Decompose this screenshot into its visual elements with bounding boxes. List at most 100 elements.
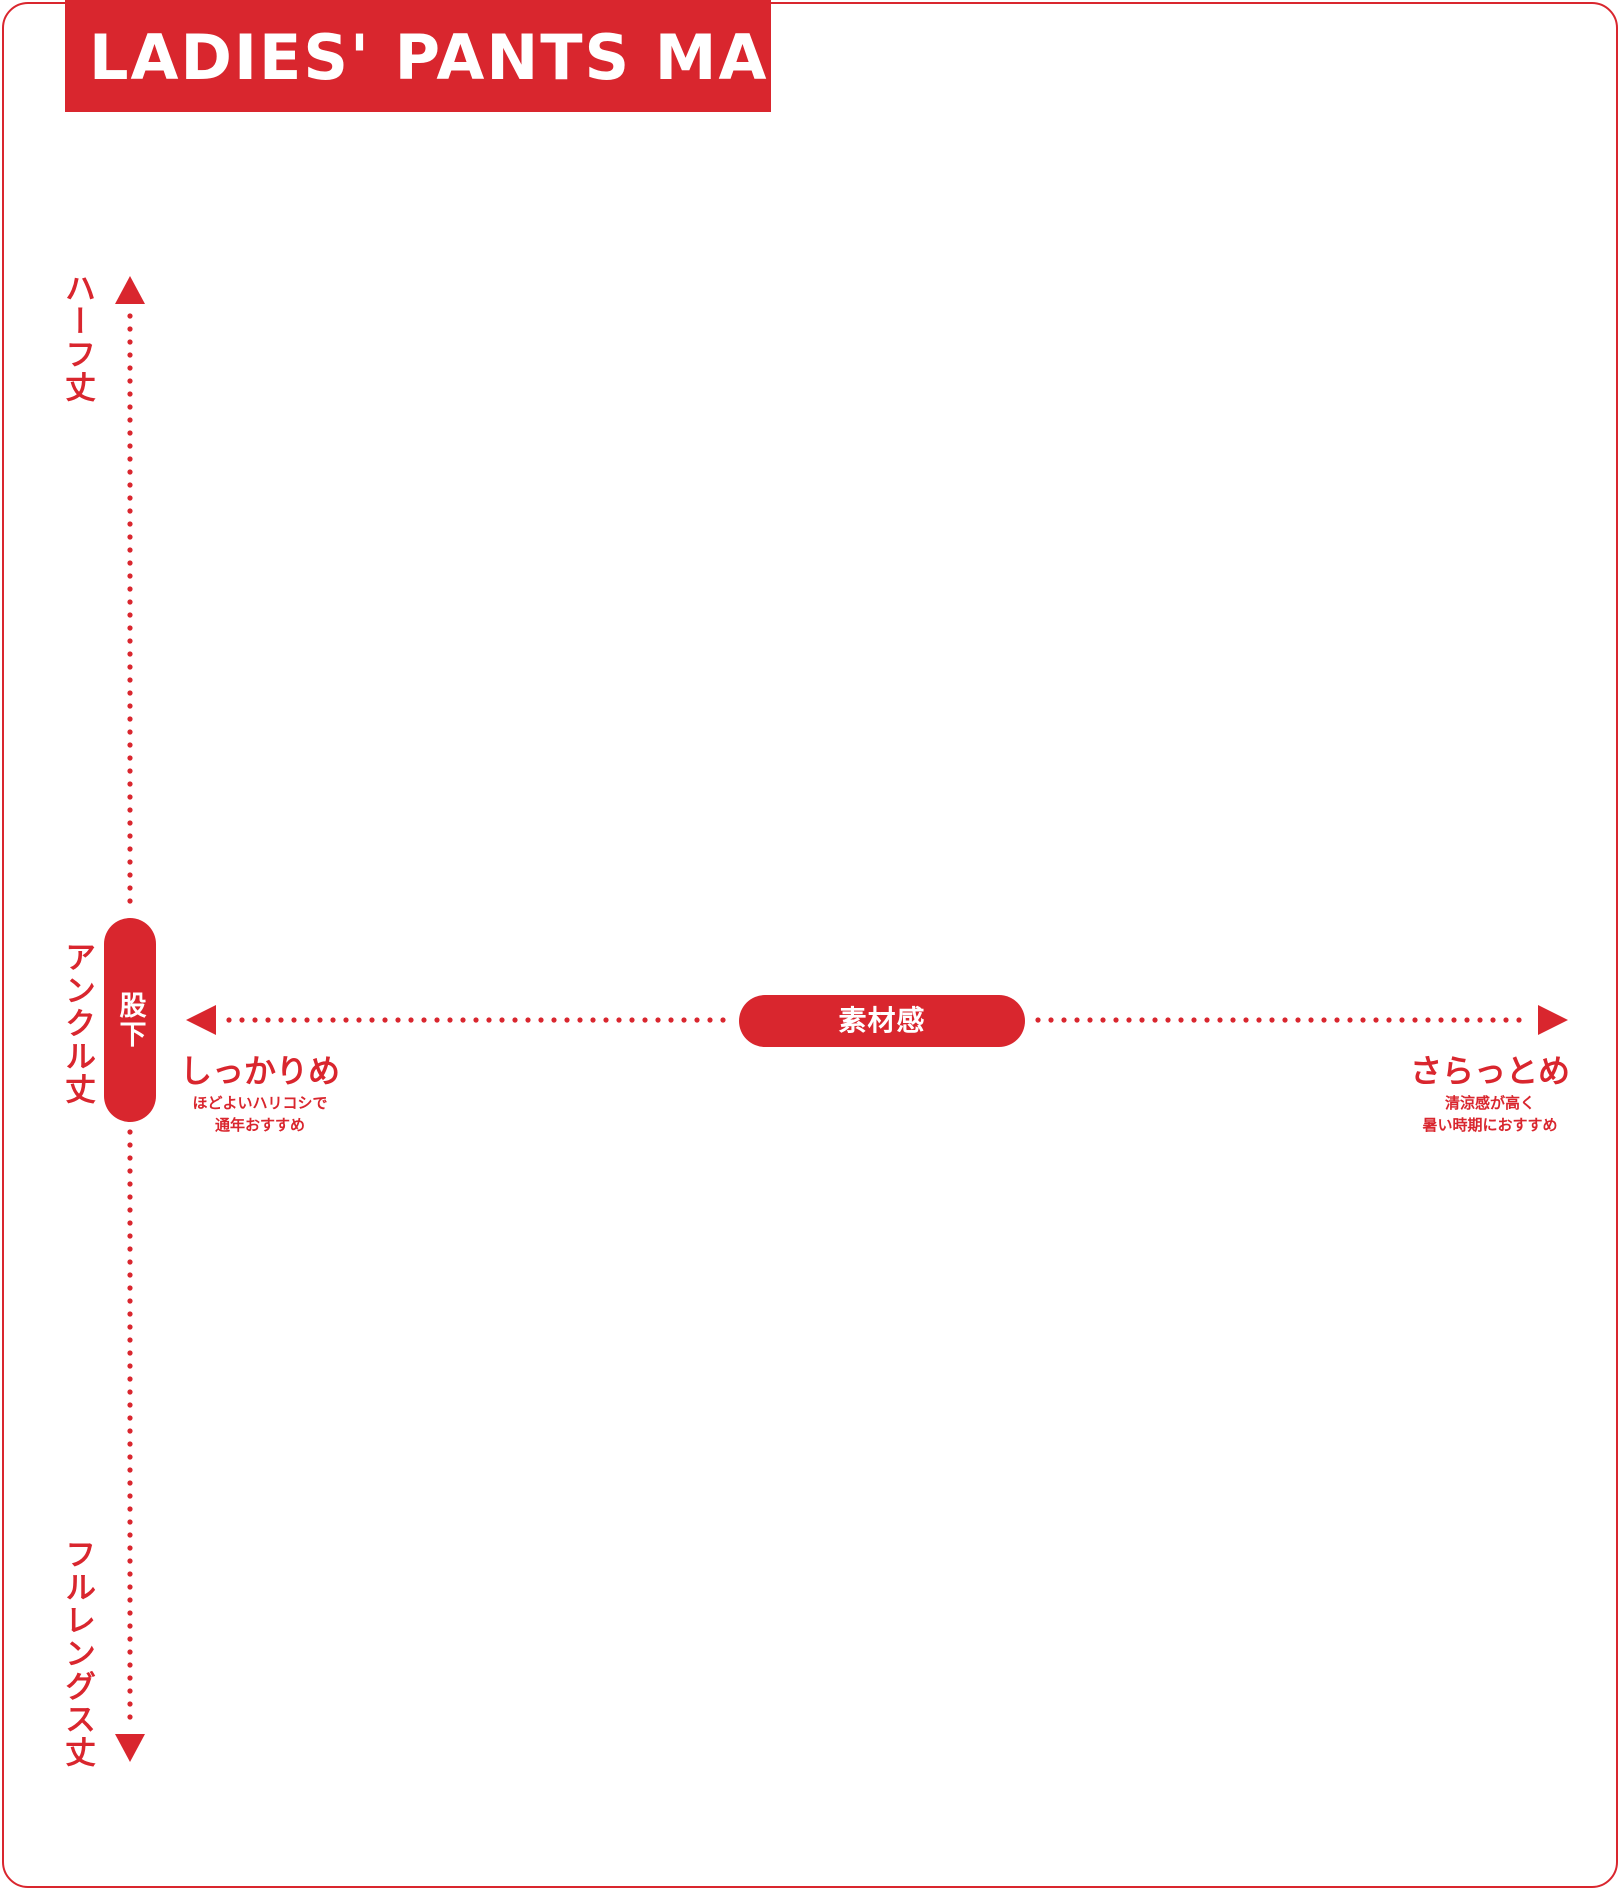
axis-dot — [1464, 1017, 1470, 1023]
axis-dot — [1087, 1017, 1093, 1023]
axis-dot — [1282, 1017, 1288, 1023]
axis-dot — [127, 1467, 133, 1473]
axis-dot — [127, 1285, 133, 1291]
axis-dot — [127, 1194, 133, 1200]
axis-dot — [1451, 1017, 1457, 1023]
axis-dot — [127, 1129, 133, 1135]
axis-dot — [127, 430, 133, 436]
axis-dot — [1048, 1017, 1054, 1023]
axis-dot — [369, 1017, 375, 1023]
axis-dot — [655, 1017, 661, 1023]
axis-dot — [127, 404, 133, 410]
axis-dot — [127, 755, 133, 761]
axis-dot — [127, 313, 133, 319]
axis-dot — [127, 846, 133, 852]
axis-dot — [1243, 1017, 1249, 1023]
axis-dot — [707, 1017, 713, 1023]
axis-dot — [1126, 1017, 1132, 1023]
arrow-up-icon — [115, 276, 145, 304]
axis-dot — [668, 1017, 674, 1023]
axis-dot — [127, 1428, 133, 1434]
axis-dot — [127, 768, 133, 774]
axis-dot — [127, 560, 133, 566]
axis-dot — [127, 586, 133, 592]
axis-dot — [127, 326, 133, 332]
axis-dot — [1412, 1017, 1418, 1023]
axis-dot — [127, 1363, 133, 1369]
axis-dot — [127, 1532, 133, 1538]
axis-label-full-length: フルレングス丈 — [59, 1538, 95, 1769]
axis-dot — [1113, 1017, 1119, 1023]
axis-dot — [291, 1017, 297, 1023]
axis-dot — [127, 1233, 133, 1239]
axis-dot — [127, 391, 133, 397]
axis-dot — [603, 1017, 609, 1023]
axis-dot — [265, 1017, 271, 1023]
axis-dot — [127, 1389, 133, 1395]
axis-dot — [127, 534, 133, 540]
axis-dot — [127, 781, 133, 787]
axis-dot — [127, 1571, 133, 1577]
axis-dot — [127, 1493, 133, 1499]
axis-dot — [486, 1017, 492, 1023]
axis-dot — [127, 703, 133, 709]
axis-dot — [1035, 1017, 1041, 1023]
axis-dot — [127, 1714, 133, 1720]
axis-dot — [127, 729, 133, 735]
axis-dot — [1503, 1017, 1509, 1023]
axis-dot — [356, 1017, 362, 1023]
axis-dot — [127, 807, 133, 813]
material-firm-end: しっかりめ ほどよいハリコシで 通年おすすめ — [180, 1052, 341, 1137]
material-light-desc-line2: 暑い時期におすすめ — [1422, 1115, 1558, 1134]
axis-dot — [127, 625, 133, 631]
axis-dot — [127, 573, 133, 579]
axis-dot — [538, 1017, 544, 1023]
axis-dot — [473, 1017, 479, 1023]
axis-dot — [616, 1017, 622, 1023]
axis-dot — [127, 1220, 133, 1226]
axis-dot — [127, 885, 133, 891]
axis-dot — [1074, 1017, 1080, 1023]
axis-dot — [1386, 1017, 1392, 1023]
material-light-desc-line1: 清涼感が高く — [1444, 1094, 1535, 1113]
vertical-axis-dotted-line-bottom — [127, 1129, 133, 1720]
axis-dot — [127, 1649, 133, 1655]
material-axis-pill: 素材感 — [739, 995, 1025, 1047]
axis-dot — [720, 1017, 726, 1023]
axis-dot — [395, 1017, 401, 1023]
axis-dot — [499, 1017, 505, 1023]
axis-dot — [278, 1017, 284, 1023]
axis-dot — [1191, 1017, 1197, 1023]
axis-dot — [127, 547, 133, 553]
axis-dot — [127, 378, 133, 384]
axis-dot — [127, 859, 133, 865]
axis-dot — [127, 690, 133, 696]
axis-dot — [127, 417, 133, 423]
axis-dot — [460, 1017, 466, 1023]
axis-dot — [421, 1017, 427, 1023]
axis-dot — [127, 612, 133, 618]
axis-dot — [525, 1017, 531, 1023]
vertical-axis-dotted-line-top — [127, 313, 133, 904]
axis-dot — [127, 469, 133, 475]
axis-dot — [127, 456, 133, 462]
axis-dot — [1360, 1017, 1366, 1023]
axis-dot — [127, 898, 133, 904]
axis-dot — [1334, 1017, 1340, 1023]
material-axis-label: 素材感 — [838, 1004, 926, 1037]
axis-dot — [252, 1017, 258, 1023]
axis-dot — [1295, 1017, 1301, 1023]
axis-dot — [127, 482, 133, 488]
axis-dot — [226, 1017, 232, 1023]
title-banner: LADIES' PANTS MAP — [65, 0, 814, 112]
material-firm-title: しっかりめ — [180, 1052, 341, 1090]
horizontal-axis-dotted-line-left — [226, 1017, 726, 1023]
axis-dot — [1516, 1017, 1522, 1023]
axis-dot — [127, 1350, 133, 1356]
axis-dot — [127, 1324, 133, 1330]
inseam-axis-label: 股下 — [114, 991, 146, 1049]
arrow-right-icon — [1538, 1005, 1568, 1035]
axis-dot — [127, 1688, 133, 1694]
